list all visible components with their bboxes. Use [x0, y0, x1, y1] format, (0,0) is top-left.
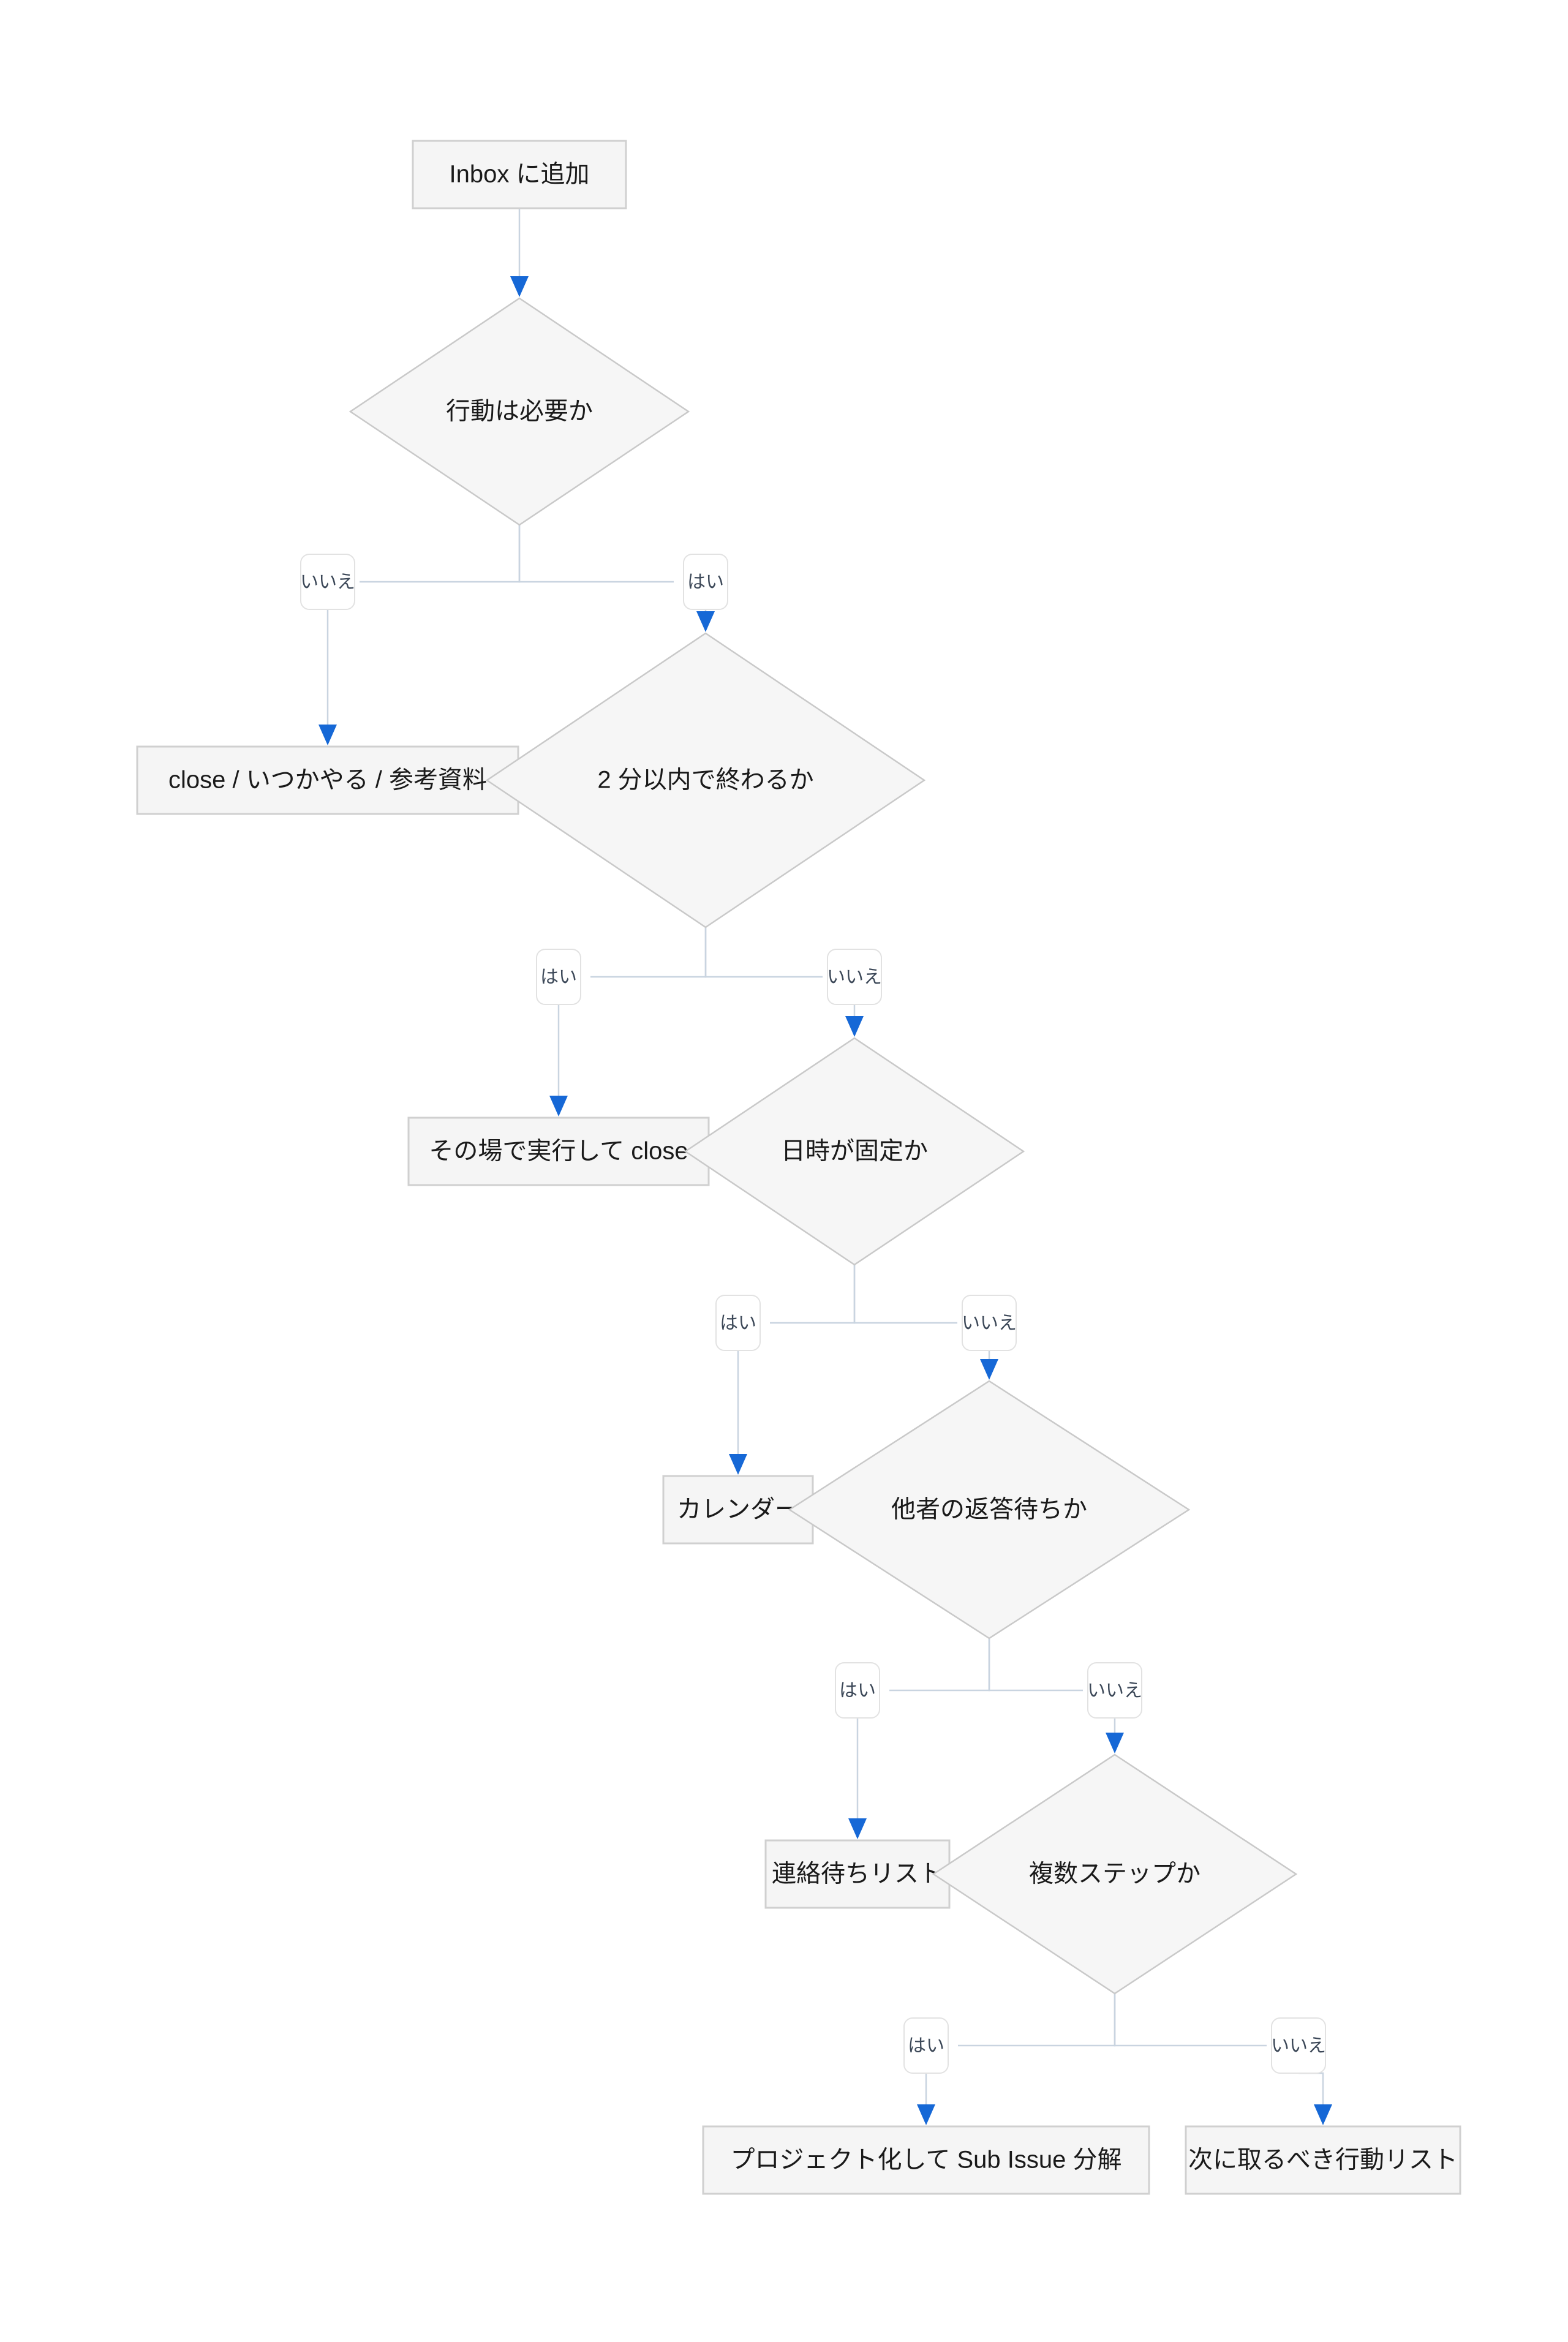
edge-label-box	[827, 949, 882, 1005]
process-box	[136, 745, 519, 815]
decision-diamond	[788, 1380, 1191, 1640]
edge-label-text: はい	[720, 1313, 756, 1333]
edge-label-box	[903, 2017, 949, 2074]
decision-diamond	[485, 632, 926, 928]
node-n12-rect[interactable]: 次に取るべき行動リスト	[1185, 2125, 1461, 2195]
node-label: 行動は必要か	[446, 398, 593, 425]
arrowhead-icon	[510, 276, 529, 297]
arrowhead-icon	[980, 1359, 998, 1380]
arrowhead-icon	[848, 1818, 867, 1839]
arrowhead-icon	[917, 2104, 935, 2125]
node-n8-diamond[interactable]: 他者の返答待ちか	[788, 1380, 1191, 1640]
arrowhead-icon	[549, 1096, 568, 1116]
node-label: 日時が固定か	[781, 1138, 928, 1165]
node-n7-rect[interactable]: カレンダー	[662, 1475, 814, 1545]
edge-label-box	[962, 1295, 1017, 1351]
edge-label-yes-n2-n4: はい	[683, 554, 728, 610]
node-n11-rect[interactable]: プロジェクト化して Sub Issue 分解	[702, 2125, 1150, 2195]
edge-label-yes-n6-n7: はい	[715, 1295, 761, 1351]
edge-label-box	[300, 554, 355, 610]
node-n6-diamond[interactable]: 日時が固定か	[684, 1037, 1025, 1266]
node-label: カレンダー	[677, 1496, 799, 1523]
node-n10-diamond[interactable]: 複数ステップか	[932, 1753, 1298, 1995]
node-label: close / いつかやる / 参考資料	[168, 767, 487, 794]
node-label: 複数ステップか	[1029, 1861, 1200, 1888]
edge-label-text: はい	[540, 967, 577, 987]
edge-label-text: いいえ	[962, 1313, 1017, 1333]
process-box	[1185, 2125, 1461, 2195]
edge-label-text: いいえ	[300, 572, 355, 592]
decision-diamond	[349, 297, 690, 526]
edges-layer	[318, 208, 1332, 2125]
node-label: 2 分以内で終わるか	[597, 767, 813, 794]
process-box	[662, 1475, 814, 1545]
node-label: その場で実行して close	[429, 1138, 688, 1165]
decision-diamond	[684, 1037, 1025, 1266]
decision-diamond	[932, 1753, 1298, 1995]
edge-label-box	[835, 1662, 880, 1719]
edge-label-box	[536, 949, 581, 1005]
node-n1-rect[interactable]: Inbox に追加	[412, 140, 627, 209]
edge-label-text: はい	[839, 1681, 876, 1701]
edge-label-text: はい	[687, 572, 724, 592]
edge-labels-layer: いいえはいはいいいえはいいいえはいいいえはいいいえ	[300, 554, 1326, 2074]
edge-label-text: はい	[908, 2036, 944, 2056]
node-n5-rect[interactable]: その場で実行して close	[407, 1116, 710, 1186]
arrowhead-icon	[845, 1016, 864, 1037]
edge-n2-n4	[518, 525, 715, 632]
edge-n6-n8	[853, 1265, 998, 1380]
node-n4-diamond[interactable]: 2 分以内で終わるか	[485, 632, 926, 928]
edge-label-text: いいえ	[1087, 1681, 1142, 1701]
node-label: 連絡待ちリスト	[772, 1861, 943, 1888]
arrowhead-icon	[1314, 2104, 1332, 2125]
edge-label-no-n8-n10: いいえ	[1087, 1662, 1142, 1719]
edge-label-yes-n8-n9: はい	[835, 1662, 880, 1719]
edge-label-no-n2-n3: いいえ	[300, 554, 355, 610]
edge-label-box	[1087, 1662, 1142, 1719]
edge-label-yes-n4-n5: はい	[536, 949, 581, 1005]
edge-label-box	[715, 1295, 761, 1351]
process-box	[702, 2125, 1150, 2195]
edge-n4-n6	[704, 927, 864, 1037]
edge-label-no-n6-n8: いいえ	[962, 1295, 1017, 1351]
node-label: Inbox に追加	[450, 161, 590, 188]
edge-label-no-n4-n6: いいえ	[827, 949, 882, 1005]
node-label: 次に取るべき行動リスト	[1188, 2147, 1458, 2174]
arrowhead-icon	[696, 611, 715, 632]
edge-n1-n2	[510, 208, 529, 297]
edge-label-text: いいえ	[1271, 2036, 1326, 2056]
edge-label-text: いいえ	[827, 967, 882, 987]
edge-n8-n10	[988, 1638, 1124, 1753]
node-n9-rect[interactable]: 連絡待ちリスト	[764, 1839, 951, 1909]
node-label: 他者の返答待ちか	[891, 1496, 1087, 1523]
process-box	[764, 1839, 951, 1909]
edge-label-box	[1271, 2017, 1326, 2074]
node-n2-diamond[interactable]: 行動は必要か	[349, 297, 690, 526]
arrowhead-icon	[729, 1454, 747, 1475]
edge-label-yes-n10-n11: はい	[903, 2017, 949, 2074]
edge-label-no-n10-n12: いいえ	[1271, 2017, 1326, 2074]
arrowhead-icon	[1106, 1733, 1124, 1753]
node-n3-rect[interactable]: close / いつかやる / 参考資料	[136, 745, 519, 815]
node-label: プロジェクト化して Sub Issue 分解	[731, 2147, 1122, 2174]
process-box	[412, 140, 627, 209]
arrowhead-icon	[318, 725, 337, 745]
edge-label-box	[683, 554, 728, 610]
